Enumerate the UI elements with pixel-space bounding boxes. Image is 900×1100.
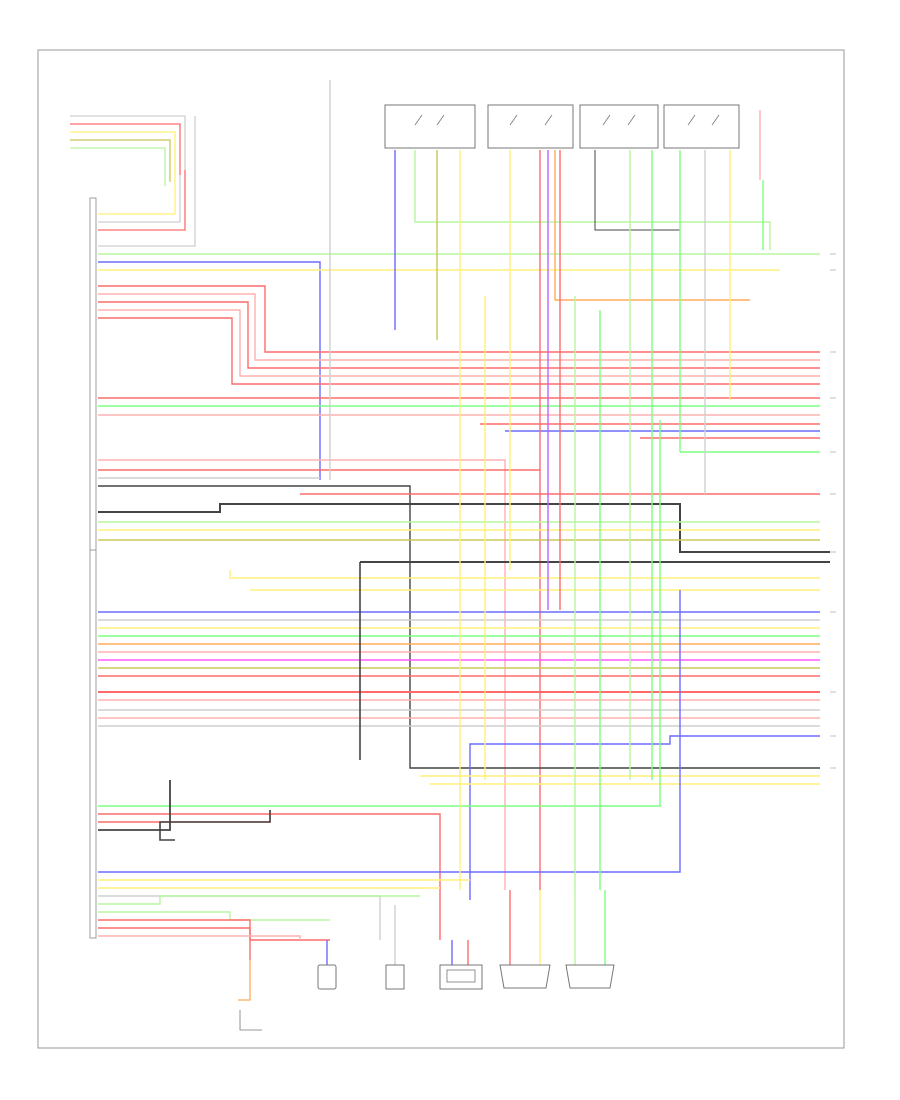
ecm-connector-block [89, 197, 97, 939]
bottom-sensor-3 [439, 940, 483, 990]
sensor-icon [565, 964, 615, 989]
relay-switch-icon [602, 114, 636, 126]
diagram-frame [37, 49, 845, 1049]
relay-switch-icon [414, 114, 445, 126]
bottom-left-component [238, 960, 262, 1031]
connector-icon [385, 964, 405, 990]
horizontal-wire-runs [98, 253, 830, 960]
relay-switch-icon [509, 114, 553, 126]
top-relay-4 [663, 104, 740, 149]
right-connector-pins [830, 253, 836, 769]
top-left-harness [70, 115, 196, 247]
connector-icon [317, 964, 337, 990]
bottom-sensor-4 [499, 890, 551, 989]
sensor-icon [439, 964, 483, 990]
top-relay-1 [384, 104, 476, 149]
bottom-sensor-2 [385, 905, 405, 990]
top-relay-3 [579, 104, 659, 149]
connector-stubs [159, 562, 361, 841]
top-relay-2 [487, 104, 574, 149]
vertical-wire-runs [329, 80, 771, 890]
sensor-icon [499, 964, 551, 989]
bottom-sensor-1 [317, 940, 337, 990]
relay-switch-icon [687, 114, 720, 126]
bottom-sensor-5 [565, 890, 615, 989]
